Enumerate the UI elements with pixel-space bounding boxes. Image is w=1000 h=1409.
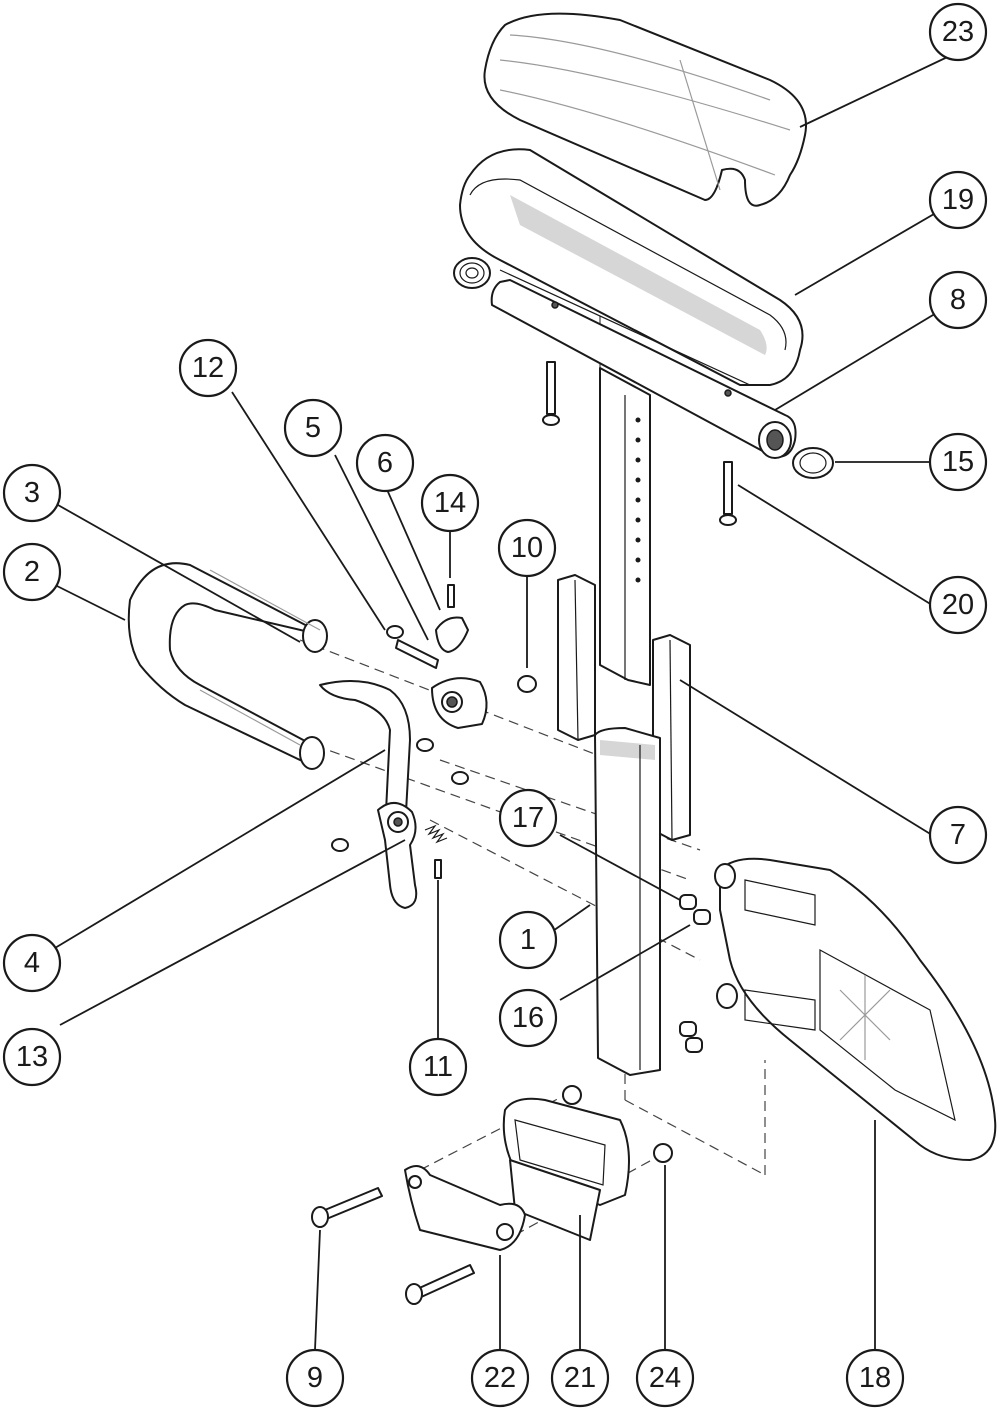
callout-label: 7 (950, 819, 966, 851)
callout-label: 21 (564, 1362, 596, 1394)
callout-5: 5 (283, 398, 343, 458)
screws-part-20 (542, 361, 737, 526)
callout-label: 10 (511, 532, 543, 564)
callout-17: 17 (498, 788, 558, 848)
arm-post-upper (599, 367, 651, 686)
callout-label: 11 (423, 1051, 453, 1083)
callout-label: 16 (512, 1002, 544, 1034)
handle-loop-part-2 (127, 562, 328, 770)
clamp-part-22 (404, 1165, 526, 1251)
callout-12: 12 (178, 338, 238, 398)
receiver-part-1 (594, 727, 661, 1076)
callout-18: 18 (845, 1348, 905, 1408)
armpad-tube-part-8 (453, 257, 834, 479)
callout-label: 12 (192, 352, 224, 384)
arm-panel-part-18 (714, 857, 997, 1161)
callout-label: 22 (484, 1362, 516, 1394)
callout-label: 3 (24, 477, 40, 509)
callout-label: 13 (16, 1041, 48, 1073)
pins-part-16-17 (679, 894, 711, 1053)
callout-label: 9 (307, 1362, 323, 1394)
nuts-part-24 (562, 1085, 673, 1163)
small-screws-springs (331, 738, 469, 879)
callout-9: 9 (285, 1348, 345, 1408)
callout-6: 6 (355, 433, 415, 493)
mounting-bracket-part-21 (502, 1097, 630, 1241)
callout-23: 23 (928, 2, 988, 62)
callout-15: 15 (928, 432, 988, 492)
leader-lines (54, 51, 959, 1351)
callout-21: 21 (550, 1348, 610, 1408)
callout-label: 23 (942, 16, 974, 48)
callout-1: 1 (498, 910, 558, 970)
callout-label: 20 (942, 589, 974, 621)
callout-label: 5 (305, 412, 321, 444)
callout-22: 22 (470, 1348, 530, 1408)
callout-3: 3 (2, 463, 62, 523)
callout-label: 17 (512, 802, 544, 834)
armpad-part-19 (459, 148, 804, 386)
callout-8: 8 (928, 270, 988, 330)
callout-label: 6 (377, 447, 393, 479)
callout-label: 4 (24, 947, 40, 979)
callout-24: 24 (635, 1348, 695, 1408)
callout-4: 4 (2, 933, 62, 993)
spacer-plates-part-7 (557, 574, 691, 841)
bolts-part-9 (311, 1187, 475, 1305)
callout-16: 16 (498, 988, 558, 1048)
callout-2: 2 (2, 542, 62, 602)
callout-label: 8 (950, 284, 966, 316)
callout-7: 7 (928, 805, 988, 865)
callout-label: 1 (520, 924, 536, 956)
latch-housing-part-5 (386, 584, 537, 729)
callout-14: 14 (420, 473, 480, 533)
armpad-cover-part-23 (483, 12, 807, 207)
callout-19: 19 (928, 170, 988, 230)
callout-label: 19 (942, 184, 974, 216)
callout-label: 24 (649, 1362, 681, 1394)
callout-10: 10 (497, 518, 557, 578)
callout-label: 14 (434, 487, 466, 519)
callout-13: 13 (2, 1027, 62, 1087)
release-lever-part-4 (319, 680, 418, 909)
callout-label: 15 (942, 446, 974, 478)
callout-20: 20 (928, 575, 988, 635)
callout-label: 2 (24, 556, 40, 588)
callout-label: 18 (859, 1362, 891, 1394)
callout-11: 11 (408, 1037, 468, 1097)
